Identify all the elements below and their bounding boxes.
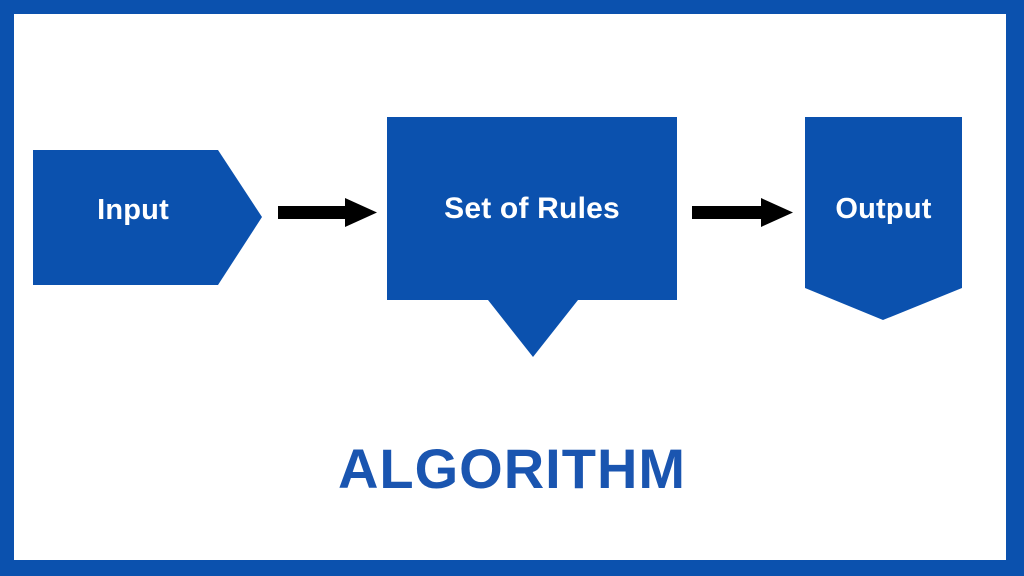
arrow-rules-to-output-icon <box>692 198 793 227</box>
diagram-title: ALGORITHM <box>337 437 687 500</box>
input-label: Input <box>97 194 169 226</box>
arrow-input-to-rules-icon <box>278 198 377 227</box>
output-label: Output <box>835 193 932 225</box>
input-shape[interactable] <box>33 150 262 285</box>
output-shape[interactable] <box>805 117 962 320</box>
set-of-rules-shape[interactable] <box>387 117 677 357</box>
set-of-rules-label: Set of Rules <box>444 192 620 225</box>
